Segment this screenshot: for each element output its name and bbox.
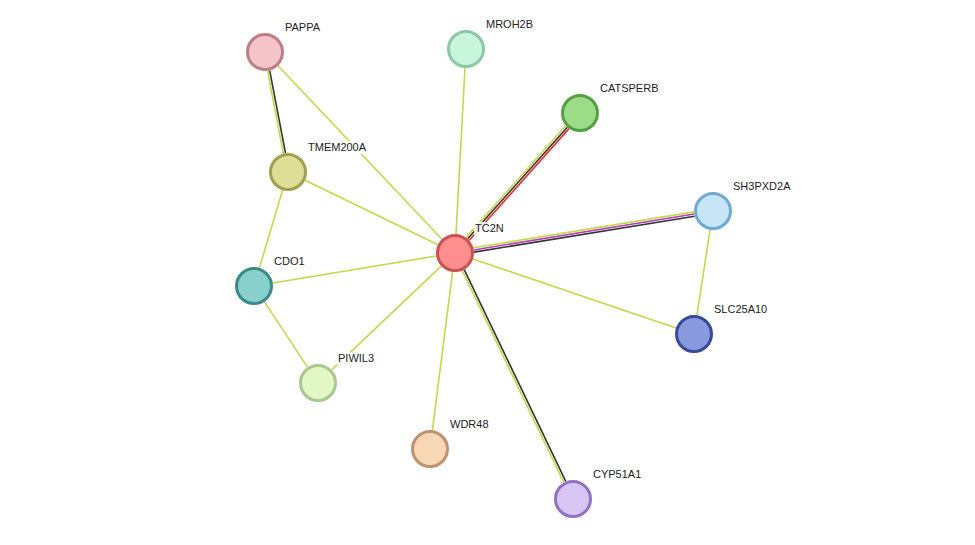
evidence-line bbox=[468, 127, 568, 239]
protein-node: SH3PXD2A bbox=[694, 192, 732, 230]
evidence-line bbox=[264, 302, 307, 367]
interaction-edge bbox=[462, 270, 566, 483]
evidence-line bbox=[267, 71, 283, 154]
protein-node: SLC25A10 bbox=[675, 315, 713, 353]
node-label: TC2N bbox=[474, 222, 505, 235]
evidence-line bbox=[432, 272, 452, 430]
protein-node: MROH2B bbox=[447, 30, 485, 68]
protein-node: WDR48 bbox=[411, 430, 449, 468]
node-label: CATSPERB bbox=[599, 82, 659, 95]
interaction-edge bbox=[278, 66, 442, 239]
interaction-edge bbox=[432, 272, 452, 430]
protein-node: PIWIL3 bbox=[299, 364, 337, 402]
interaction-edge bbox=[264, 302, 307, 367]
evidence-line bbox=[466, 126, 566, 238]
evidence-line bbox=[464, 270, 566, 482]
protein-node: CATSPERB bbox=[561, 94, 599, 132]
protein-node: TMEM200A bbox=[269, 153, 307, 191]
evidence-line bbox=[474, 216, 694, 252]
node-label: TMEM200A bbox=[307, 141, 367, 154]
evidence-line bbox=[474, 214, 694, 250]
interaction-edge bbox=[267, 70, 285, 153]
evidence-line bbox=[462, 271, 564, 483]
interaction-edge bbox=[466, 126, 569, 241]
evidence-line bbox=[270, 70, 286, 153]
interaction-edge bbox=[697, 230, 710, 315]
node-label: PIWIL3 bbox=[337, 352, 375, 365]
node-label: SLC25A10 bbox=[713, 303, 768, 316]
node-label: CDO1 bbox=[273, 255, 306, 268]
evidence-line bbox=[473, 259, 676, 328]
evidence-line bbox=[473, 212, 693, 248]
evidence-line bbox=[332, 266, 441, 370]
interaction-edge bbox=[305, 180, 438, 244]
protein-node: CYP51A1 bbox=[554, 480, 592, 518]
node-label: PAPPA bbox=[284, 21, 321, 34]
protein-node: TC2N bbox=[436, 234, 474, 272]
node-label: WDR48 bbox=[449, 418, 490, 431]
interaction-edge bbox=[473, 212, 694, 252]
evidence-line bbox=[278, 66, 442, 239]
protein-node: PAPPA bbox=[246, 33, 284, 71]
node-label: CYP51A1 bbox=[592, 468, 642, 481]
evidence-line bbox=[469, 129, 569, 241]
node-label: MROH2B bbox=[485, 18, 534, 31]
protein-node: CDO1 bbox=[235, 267, 273, 305]
interaction-edge bbox=[456, 68, 465, 234]
node-label: SH3PXD2A bbox=[732, 180, 791, 193]
interaction-edge bbox=[473, 259, 676, 328]
evidence-line bbox=[456, 68, 465, 234]
evidence-line bbox=[305, 180, 438, 244]
interaction-edge bbox=[332, 266, 441, 370]
evidence-line bbox=[697, 230, 710, 315]
